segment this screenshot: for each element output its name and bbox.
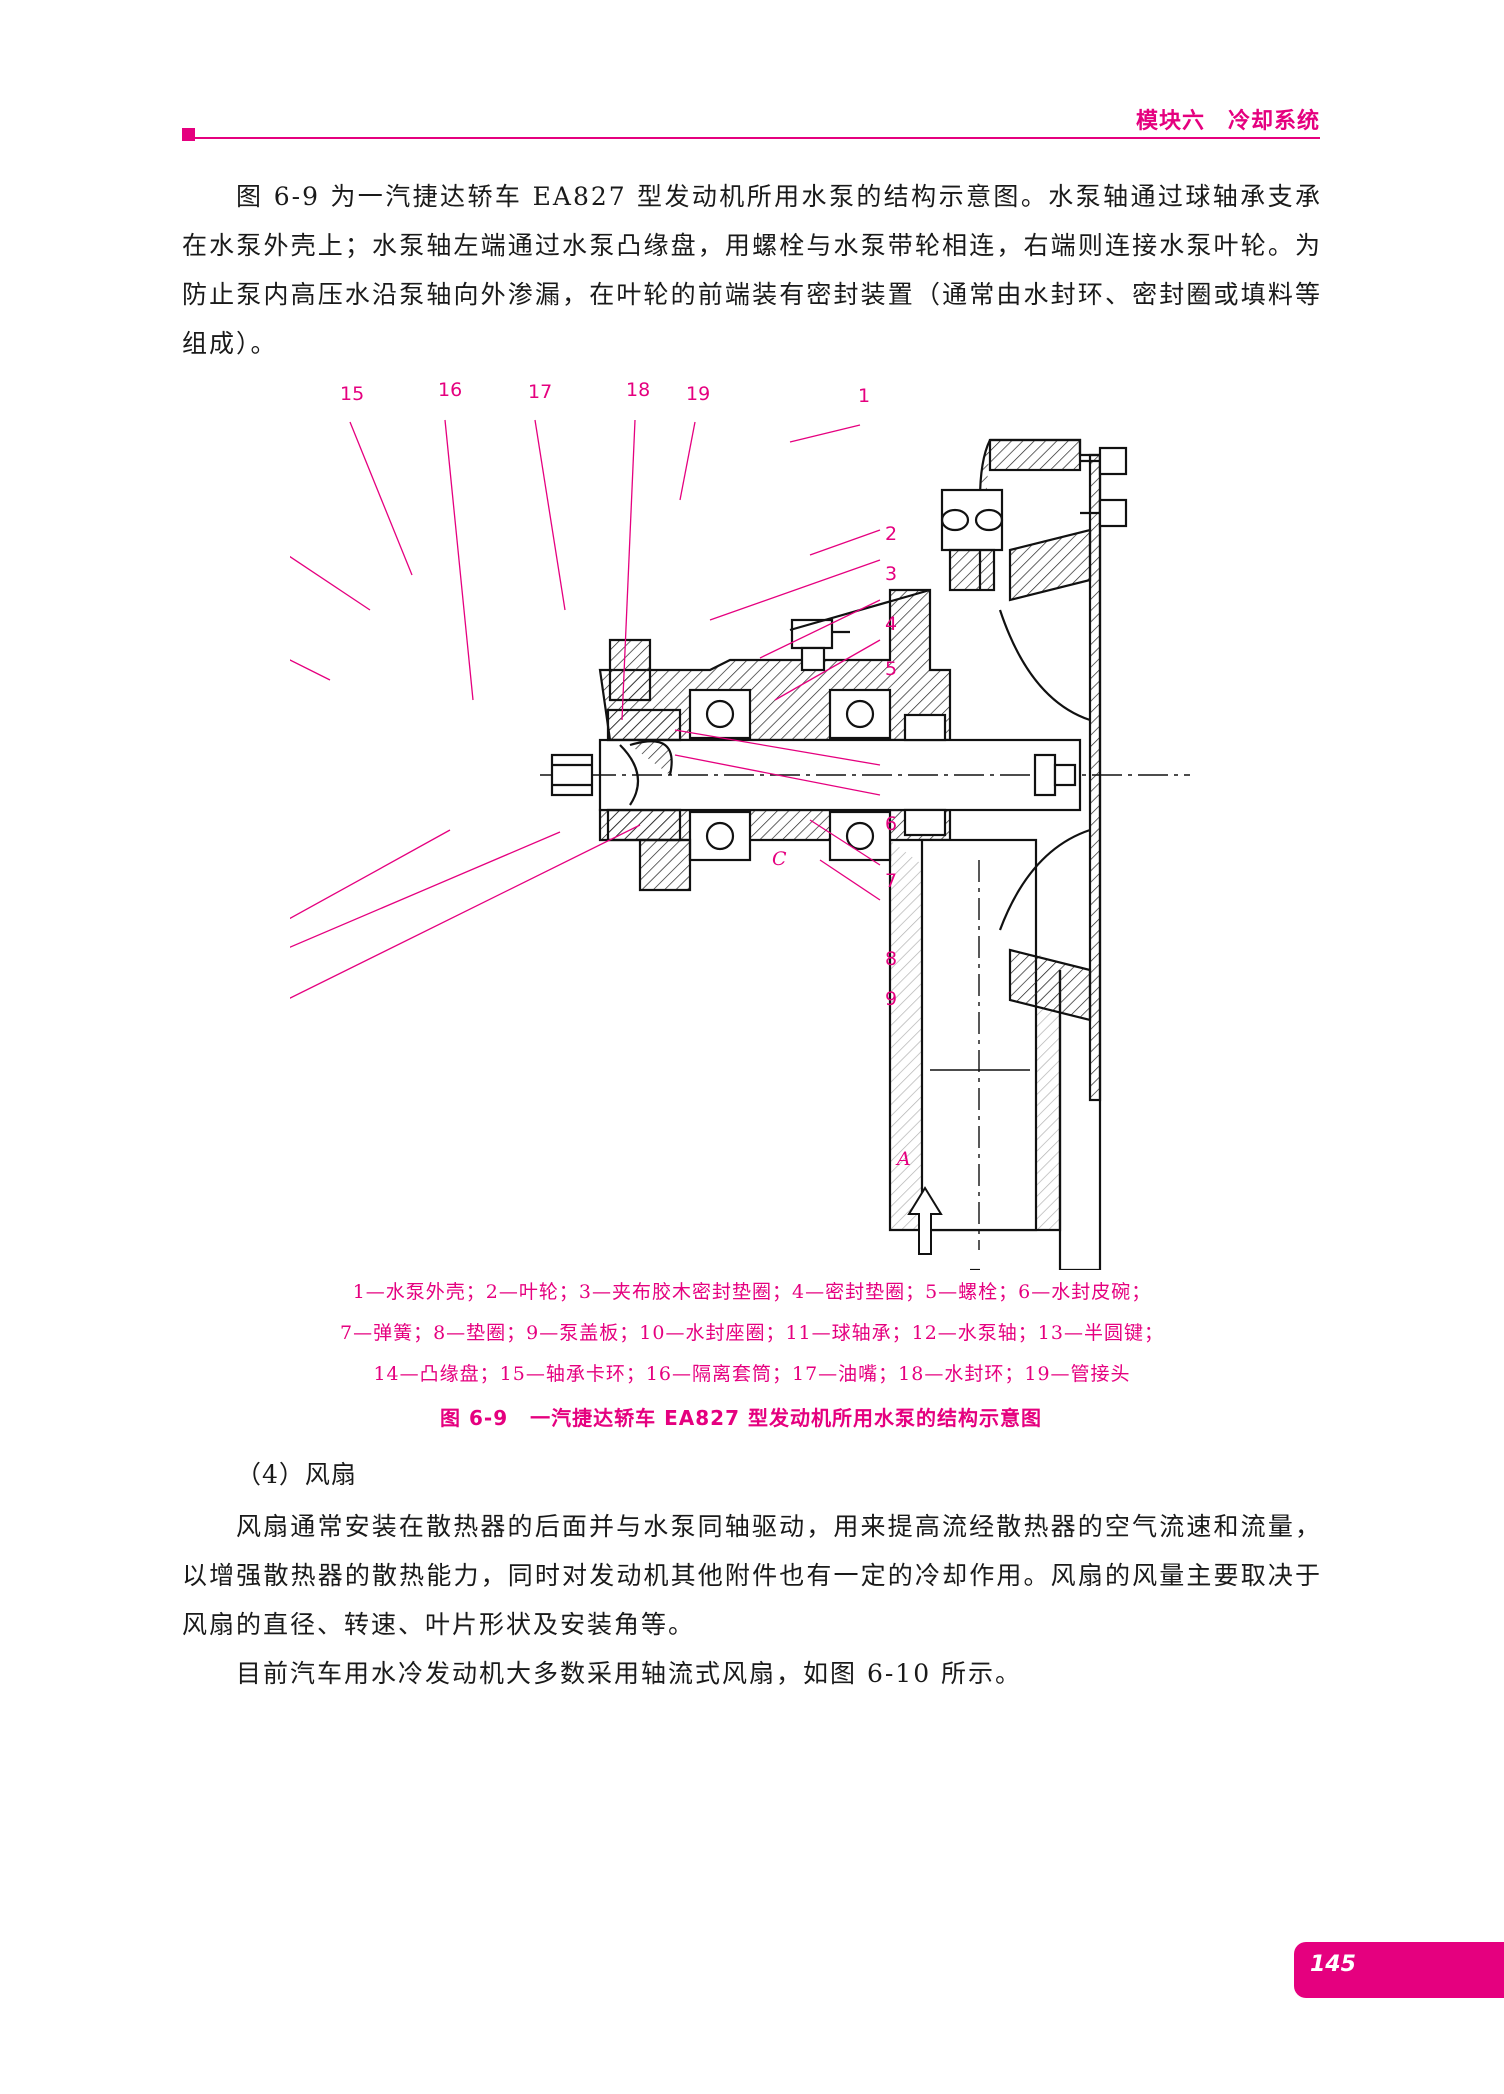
label-15: 15 [340, 383, 364, 405]
inlet-arrow-icon [907, 1186, 943, 1255]
label-8: 8 [885, 948, 897, 970]
figure-title: 图 6-9 一汽捷达轿车 EA827 型发动机所用水泵的结构示意图 [0, 1402, 1504, 1431]
label-3: 3 [885, 563, 897, 585]
label-17: 17 [528, 381, 552, 403]
label-2: 2 [885, 523, 897, 545]
figure-letter-c: C [772, 848, 787, 870]
intro-paragraph: 图 6-9 为一汽捷达轿车 EA827 型发动机所用水泵的结构示意图。水泵轴通过… [182, 182, 1322, 358]
header-mark [182, 128, 195, 141]
header-rule [190, 137, 1320, 139]
label-9: 9 [885, 988, 897, 1010]
header-title: 模块六 冷却系统 [1135, 109, 1320, 134]
page-number: 145 [1310, 1952, 1356, 1977]
leader-lines [290, 419, 881, 999]
caption-line-2: 7—弹簧；8—垫圈；9—泵盖板；10—水封座圈；11—球轴承；12—水泵轴；13… [340, 1322, 1164, 1344]
label-16: 16 [438, 379, 462, 401]
label-5: 5 [885, 658, 897, 680]
section-heading: （4）风扇 [236, 1460, 357, 1489]
caption-line-3: 14—凸缘盘；15—轴承卡环；16—隔离套筒；17—油嘴；18—水封环；19—管… [373, 1363, 1131, 1385]
fan-paragraph-1: 风扇通常安装在散热器的后面并与水泵同轴驱动，用来提高流经散热器的空气流速和流量，… [182, 1512, 1322, 1639]
callout-labels: 15 16 17 18 19 1 2 3 4 5 6 7 8 9 14 13 1… [340, 379, 897, 1010]
figure-number: 图 6-9 [440, 1406, 509, 1430]
figure-letter-a: A [897, 1148, 911, 1170]
label-19: 19 [686, 383, 710, 405]
fan-paragraph-2: 目前汽车用水冷发动机大多数采用轴流式风扇，如图 6-10 所示。 [236, 1659, 1023, 1688]
page-number-badge [1294, 1942, 1504, 1998]
label-4: 4 [885, 613, 897, 635]
label-7: 7 [885, 870, 897, 892]
figure-title-text: 一汽捷达轿车 EA827 型发动机所用水泵的结构示意图 [530, 1406, 1042, 1430]
label-6: 6 [885, 813, 897, 835]
water-pump-cross-section: 15 16 17 18 19 1 2 3 4 5 6 7 8 9 14 13 1… [290, 379, 1190, 1270]
pump-drawing [540, 438, 1190, 1270]
label-18: 18 [626, 379, 650, 401]
label-1: 1 [858, 385, 870, 407]
caption-line-1: 1—水泵外壳；2—叶轮；3—夹布胶木密封垫圈；4—密封垫圈；5—螺栓；6—水封皮… [352, 1281, 1152, 1303]
